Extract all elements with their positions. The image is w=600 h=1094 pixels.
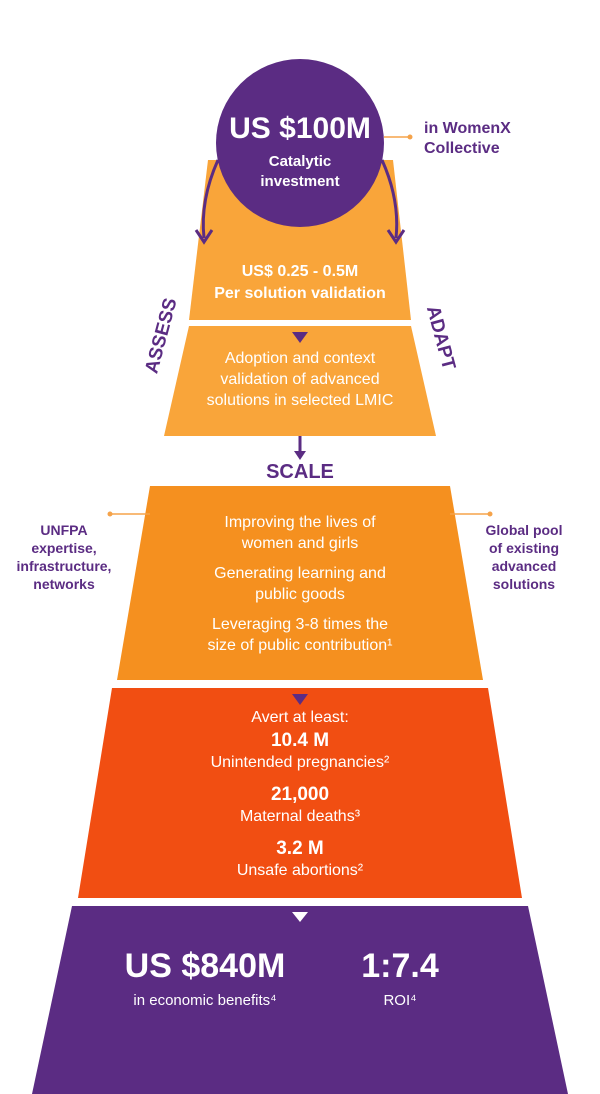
roi-label: ROI⁴ <box>383 992 417 1009</box>
avert-text: Avert at least: 10.4 M Unintended pregna… <box>150 707 450 881</box>
investment-circle-text: US $100M Catalytic investment <box>216 112 384 192</box>
scale-item2-line1: Generating learning and <box>214 565 386 582</box>
unfpa-note-line2: expertise, <box>31 540 97 556</box>
scale-item2-line2: public goods <box>255 586 345 603</box>
global-pool-note-line1: Global pool <box>485 522 563 538</box>
womenx-note: in WomenX Collective <box>424 119 511 159</box>
right-arrow-head <box>386 229 406 245</box>
avert-item3-value: 3.2 M <box>276 838 324 859</box>
avert-item2-label: Maternal deaths³ <box>239 808 361 825</box>
benefits-value: US $840M <box>124 947 286 985</box>
scale-item3-line2: size of public contribution¹ <box>207 637 393 654</box>
avert-item3-label: Unsafe abortions² <box>236 862 364 879</box>
investment-circle <box>216 59 384 227</box>
down-triangle-icon <box>292 332 308 343</box>
scale-label: SCALE <box>266 461 334 483</box>
unfpa-note-line1: UNFPA <box>40 522 88 538</box>
unfpa-note-line4: networks <box>33 576 95 592</box>
unfpa-note: UNFPA expertise, infrastructure, network… <box>4 521 124 593</box>
adoption-line1: Adoption and context <box>224 350 376 367</box>
global-pool-note-line2: of existing <box>488 540 559 556</box>
note-dot <box>407 134 413 140</box>
avert-item1-value: 10.4 M <box>270 730 330 751</box>
adoption-line2: validation of advanced <box>220 371 380 388</box>
adoption-section <box>164 326 436 436</box>
right-note-dot <box>487 511 493 517</box>
adoption-text: Adoption and context validation of advan… <box>170 348 430 411</box>
roi: 1:7.4 ROI⁴ <box>340 946 460 1012</box>
scale-item1-line1: Improving the lives of <box>224 514 376 531</box>
unfpa-note-line3: infrastructure, <box>16 558 112 574</box>
left-arrow <box>201 159 220 239</box>
validation-text: US$ 0.25 - 0.5M Per solution validation <box>190 262 410 304</box>
results-triangle-icon <box>292 912 308 922</box>
scale-section <box>117 486 483 680</box>
avert-triangle-icon <box>292 694 308 705</box>
global-pool-note-line3: advanced <box>491 558 557 574</box>
avert-item1-label: Unintended pregnancies² <box>210 754 390 771</box>
avert-section <box>78 688 522 898</box>
right-arrow <box>380 159 399 239</box>
investment-subtitle-line2: investment <box>260 173 340 190</box>
scale-items: Improving the lives of women and girls G… <box>160 512 440 656</box>
scale-item1-line2: women and girls <box>241 535 359 552</box>
validation-label: Per solution validation <box>214 285 386 302</box>
womenx-note-line2: Collective <box>424 140 500 157</box>
left-note-dot <box>107 511 113 517</box>
adoption-line3: solutions in selected LMIC <box>206 392 394 409</box>
validation-amount: US$ 0.25 - 0.5M <box>241 263 359 280</box>
global-pool-note-line4: solutions <box>492 576 556 592</box>
results-section <box>32 906 568 1094</box>
benefits-label: in economic benefits⁴ <box>133 992 277 1009</box>
economic-benefits: US $840M in economic benefits⁴ <box>90 946 320 1012</box>
avert-item2-value: 21,000 <box>270 784 330 805</box>
investment-subtitle-line1: Catalytic <box>268 153 332 170</box>
avert-intro: Avert at least: <box>251 709 349 726</box>
global-pool-note: Global pool of existing advanced solutio… <box>464 521 584 593</box>
roi-value: 1:7.4 <box>361 947 439 985</box>
womenx-note-line1: in WomenX <box>424 120 511 137</box>
scale-item3-line1: Leveraging 3-8 times the <box>211 616 389 633</box>
left-arrow-head <box>194 229 214 245</box>
scale-arrow-head-icon <box>294 451 306 460</box>
investment-amount: US $100M <box>229 112 371 145</box>
